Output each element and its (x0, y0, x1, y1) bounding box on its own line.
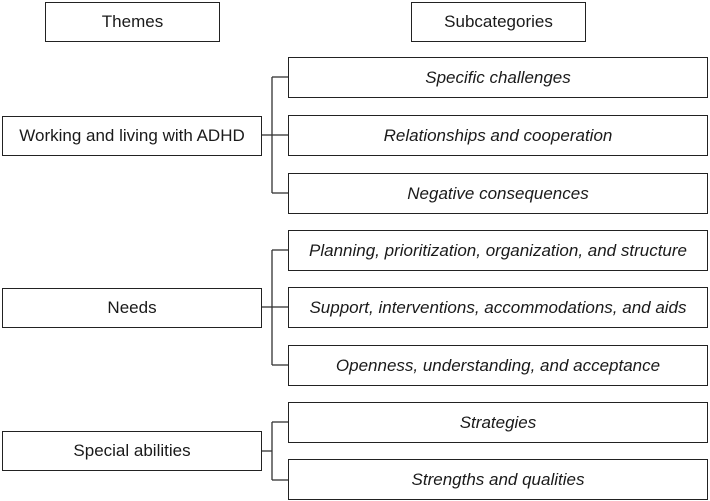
subcategories-header-label: Subcategories (444, 12, 553, 31)
subcategory-label: Strategies (459, 412, 537, 432)
themes-header: Themes (45, 2, 220, 42)
subcategory-box: Planning, prioritization, organization, … (288, 230, 708, 271)
subcategory-label: Negative consequences (407, 183, 589, 203)
subcategory-box: Support, interventions, accommodations, … (288, 287, 708, 328)
theme-label: Needs (107, 298, 157, 317)
subcategory-box: Negative consequences (288, 173, 708, 214)
theme-label: Working and living with ADHD (19, 126, 245, 145)
themes-header-label: Themes (101, 12, 164, 31)
subcategory-box: Relationships and cooperation (288, 115, 708, 156)
theme-box-needs: Needs (2, 288, 262, 328)
subcategories-header: Subcategories (411, 2, 586, 42)
subcategory-label: Openness, understanding, and acceptance (335, 355, 661, 375)
theme-box-special-abilities: Special abilities (2, 431, 262, 471)
subcategory-label: Support, interventions, accommodations, … (309, 297, 687, 317)
theme-label: Special abilities (73, 441, 191, 460)
subcategory-box: Strengths and qualities (288, 459, 708, 500)
subcategory-box: Openness, understanding, and acceptance (288, 345, 708, 386)
subcategory-label: Strengths and qualities (411, 469, 585, 489)
theme-box-working-living-adhd: Working and living with ADHD (2, 116, 262, 156)
subcategory-box: Strategies (288, 402, 708, 443)
subcategory-box: Specific challenges (288, 57, 708, 98)
subcategory-label: Specific challenges (425, 67, 571, 87)
subcategory-label: Planning, prioritization, organization, … (309, 240, 687, 260)
subcategory-label: Relationships and cooperation (383, 125, 613, 145)
